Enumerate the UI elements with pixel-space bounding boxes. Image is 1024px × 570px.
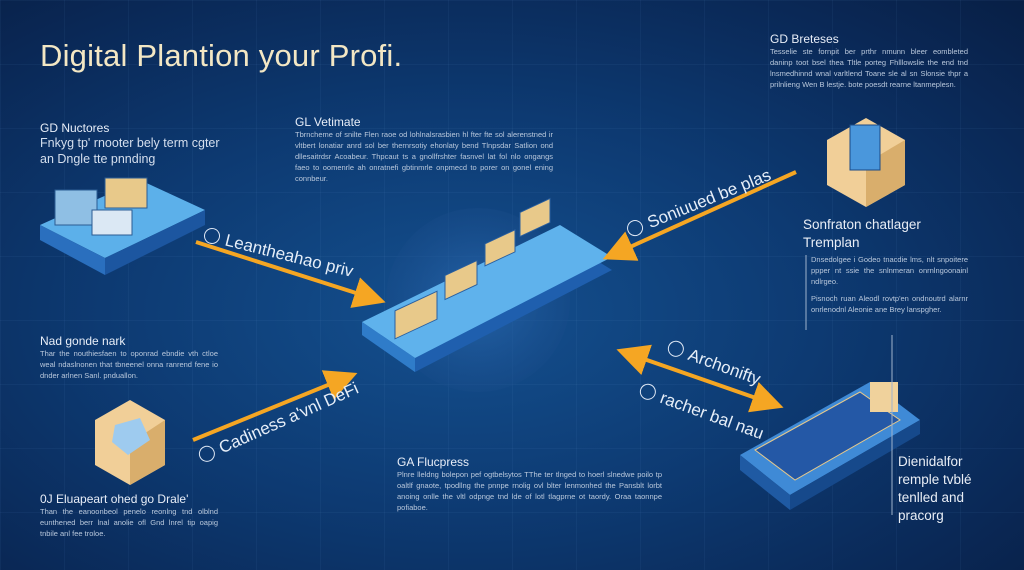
section-body: Pisnoch ruan Aleodl rovtp'en ondnoutrd a… [811, 294, 968, 314]
section-heading: GL Vetimate [295, 115, 361, 129]
section-breteses: GD Breteses Tesselie ste fornpit ber prt… [770, 32, 968, 90]
section-heading-2: Tremplan [803, 235, 860, 250]
cube-bottom-left [95, 400, 165, 485]
arrow-archonifty [616, 344, 784, 413]
section-line: remple tvblé [898, 472, 972, 487]
page-title: Digital Plantion your Profi. [40, 38, 403, 73]
section-heading: GD Nuctores [40, 121, 110, 135]
section-line: Dienidalfor [898, 454, 963, 469]
section-line: tenlled and [898, 490, 965, 505]
section-line: pracorg [898, 508, 944, 523]
arrow-soniuued [602, 170, 797, 261]
section-line: an Dngle tte pnnding [40, 152, 156, 166]
section-heading: Sonfraton chatlager [803, 217, 921, 232]
circle-icon [202, 226, 222, 246]
section-flucpress: GA Flucpress Plnre lleldng bolepon pef o… [397, 455, 662, 513]
section-body: Than the eanoonbeol penelo reonlng tnd o… [40, 507, 218, 538]
section-vetimate: GL Vetimate Tbrncheme of snilte Flen rao… [295, 115, 553, 184]
section-body: Plnre lleldng bolepon pef ogtbelsytos TT… [397, 470, 662, 512]
arrow-leantheahao [195, 240, 386, 308]
section-body: Dnsedolgee i Godeo tnacdie lms, nlt snpo… [811, 255, 968, 286]
section-heading: GD Breteses [770, 32, 839, 46]
section-heading: 0J Eluapeart ohed go Drale' [40, 492, 189, 506]
circle-icon [665, 338, 687, 360]
section-eluapeart: 0J Eluapeart ohed go Drale' Than the ean… [40, 492, 218, 539]
section-body: Thar the nouthiesfaen to oponrad ebndie … [40, 349, 218, 380]
section-line: Fnkyg tp' rnooter bely term cgter [40, 136, 220, 150]
circuit-platform [740, 382, 920, 510]
circle-icon [637, 381, 659, 403]
center-platform [362, 197, 612, 372]
section-heading: Nad gonde nark [40, 334, 126, 348]
arrow-cadiness [192, 370, 358, 442]
section-nuctores: GD Nuctores Fnkyg tp' rnooter bely term … [40, 121, 220, 167]
section-nad: Nad gonde nark Thar the nouthiesfaen to … [40, 334, 218, 381]
section-dienidalfor: Dienidalfor remple tvblé tenlled and pra… [898, 453, 972, 525]
storage-cube-top-right [827, 118, 905, 207]
section-sonfraton: Sonfraton chatlager Tremplan Dnsedolgee … [803, 216, 968, 315]
section-heading: GA Flucpress [397, 455, 470, 469]
data-center-block [40, 177, 205, 275]
section-body: Tesselie ste fornpit ber prthr nmunn ble… [770, 47, 968, 89]
section-body: Tbrncheme of snilte Flen raoe od lohlnal… [295, 130, 553, 183]
